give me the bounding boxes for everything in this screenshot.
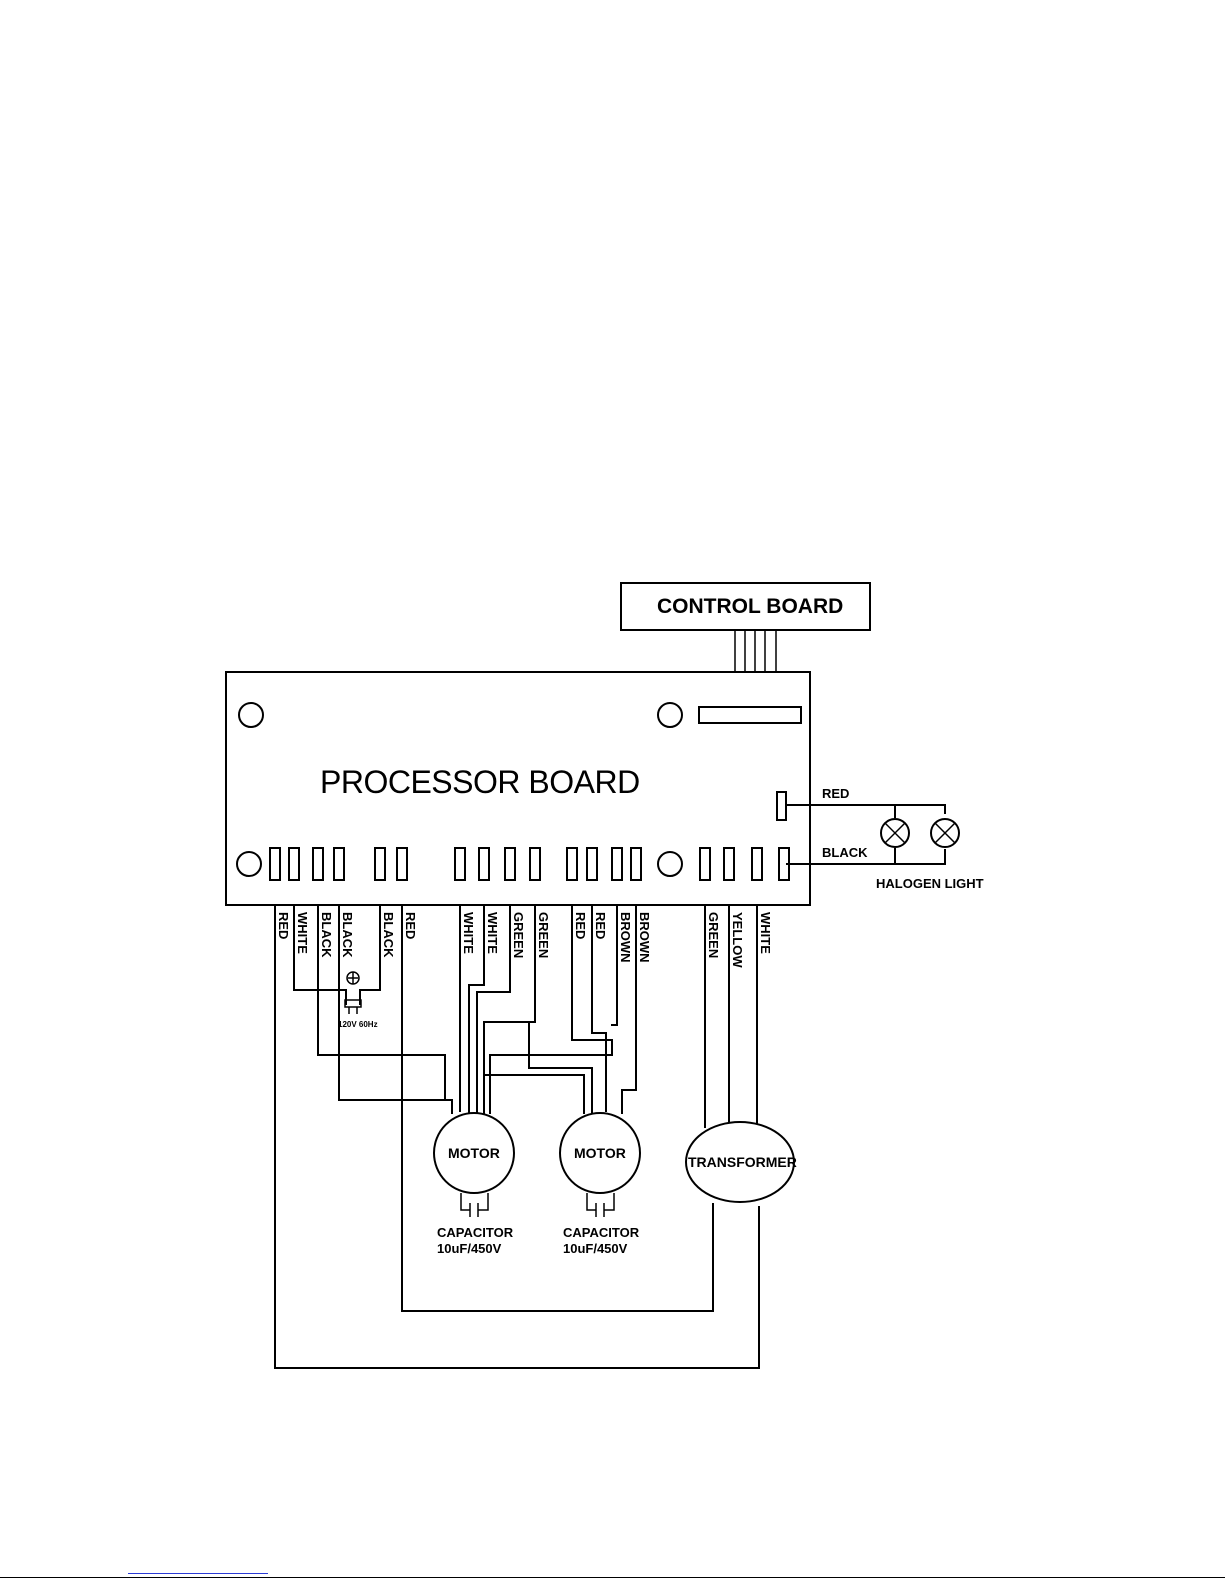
terminal-slot [455,848,465,880]
ribbon-cable [735,630,776,672]
lamp-icon [931,819,959,847]
power-supply-label: 120V 60Hz [338,1020,378,1029]
terminal-slot [397,848,407,880]
wire-label: RED [403,912,418,939]
processor-board-label: PROCESSOR BOARD [320,764,640,800]
terminal-slot [631,848,641,880]
halogen-light-label: HALOGEN LIGHT [876,876,984,891]
terminal-slot [375,848,385,880]
capacitor-1-label: CAPACITOR [437,1225,514,1240]
capacitor-2-label: CAPACITOR [563,1225,640,1240]
wire-label: YELLOW [730,912,745,968]
motor-1-label: MOTOR [448,1145,500,1161]
processor-board: PROCESSOR BOARD [226,672,810,905]
terminal-slot [700,848,710,880]
terminal-slot [505,848,515,880]
mounting-hole [658,703,682,727]
control-board-label: CONTROL BOARD [657,595,843,618]
motor-2: MOTOR CAPACITOR 10uF/450V [560,1113,640,1256]
motor-1: MOTOR CAPACITOR 10uF/450V [434,1113,514,1256]
wire-label: BLACK [319,912,334,958]
terminal-slot [313,848,323,880]
transformer: TRANSFORMER [686,1122,797,1202]
wire-label: RED [573,912,588,939]
wire-label: WHITE [295,912,310,954]
wire-label: RED [276,912,291,939]
footer-rule [0,1577,1225,1578]
motor-2-label: MOTOR [574,1145,626,1161]
halogen-light: RED BLACK HALOGEN LIGHT [822,786,984,891]
wire-label: GREEN [536,912,551,958]
wire-labels: RED WHITE BLACK BLACK BLACK RED WHITE WHITE GREE… [276,912,773,968]
mounting-hole [239,703,263,727]
footer-link-underline [128,1573,268,1574]
terminal-slot [752,848,762,880]
mounting-hole [237,852,261,876]
wire-label: BLACK [340,912,355,958]
wire-label: BLACK [381,912,396,958]
lamp-icon [881,819,909,847]
wire-label: BROWN [637,912,652,963]
terminal-slot [724,848,734,880]
power-plug-icon: 120V 60Hz [338,972,378,1029]
halogen-red-label: RED [822,786,849,801]
terminal-slot [270,848,280,880]
terminal-slot [289,848,299,880]
terminal-slot [334,848,344,880]
mounting-hole [658,852,682,876]
wire-label: GREEN [706,912,721,958]
light-terminal [777,792,786,820]
halogen-black-label: BLACK [822,845,868,860]
terminal-slot [567,848,577,880]
control-board: CONTROL BOARD [621,583,870,630]
wire-label: BROWN [618,912,633,963]
wire-label: WHITE [758,912,773,954]
wire-label: WHITE [485,912,500,954]
terminal-slot [612,848,622,880]
wire-label: WHITE [461,912,476,954]
terminal-slot [479,848,489,880]
wire-label: GREEN [511,912,526,958]
capacitor-1-rating: 10uF/450V [437,1241,502,1256]
wire-label: RED [593,912,608,939]
capacitor-2-rating: 10uF/450V [563,1241,628,1256]
transformer-label: TRANSFORMER [688,1154,797,1170]
terminal-slot [587,848,597,880]
ribbon-connector [699,707,801,723]
terminal-slot [530,848,540,880]
